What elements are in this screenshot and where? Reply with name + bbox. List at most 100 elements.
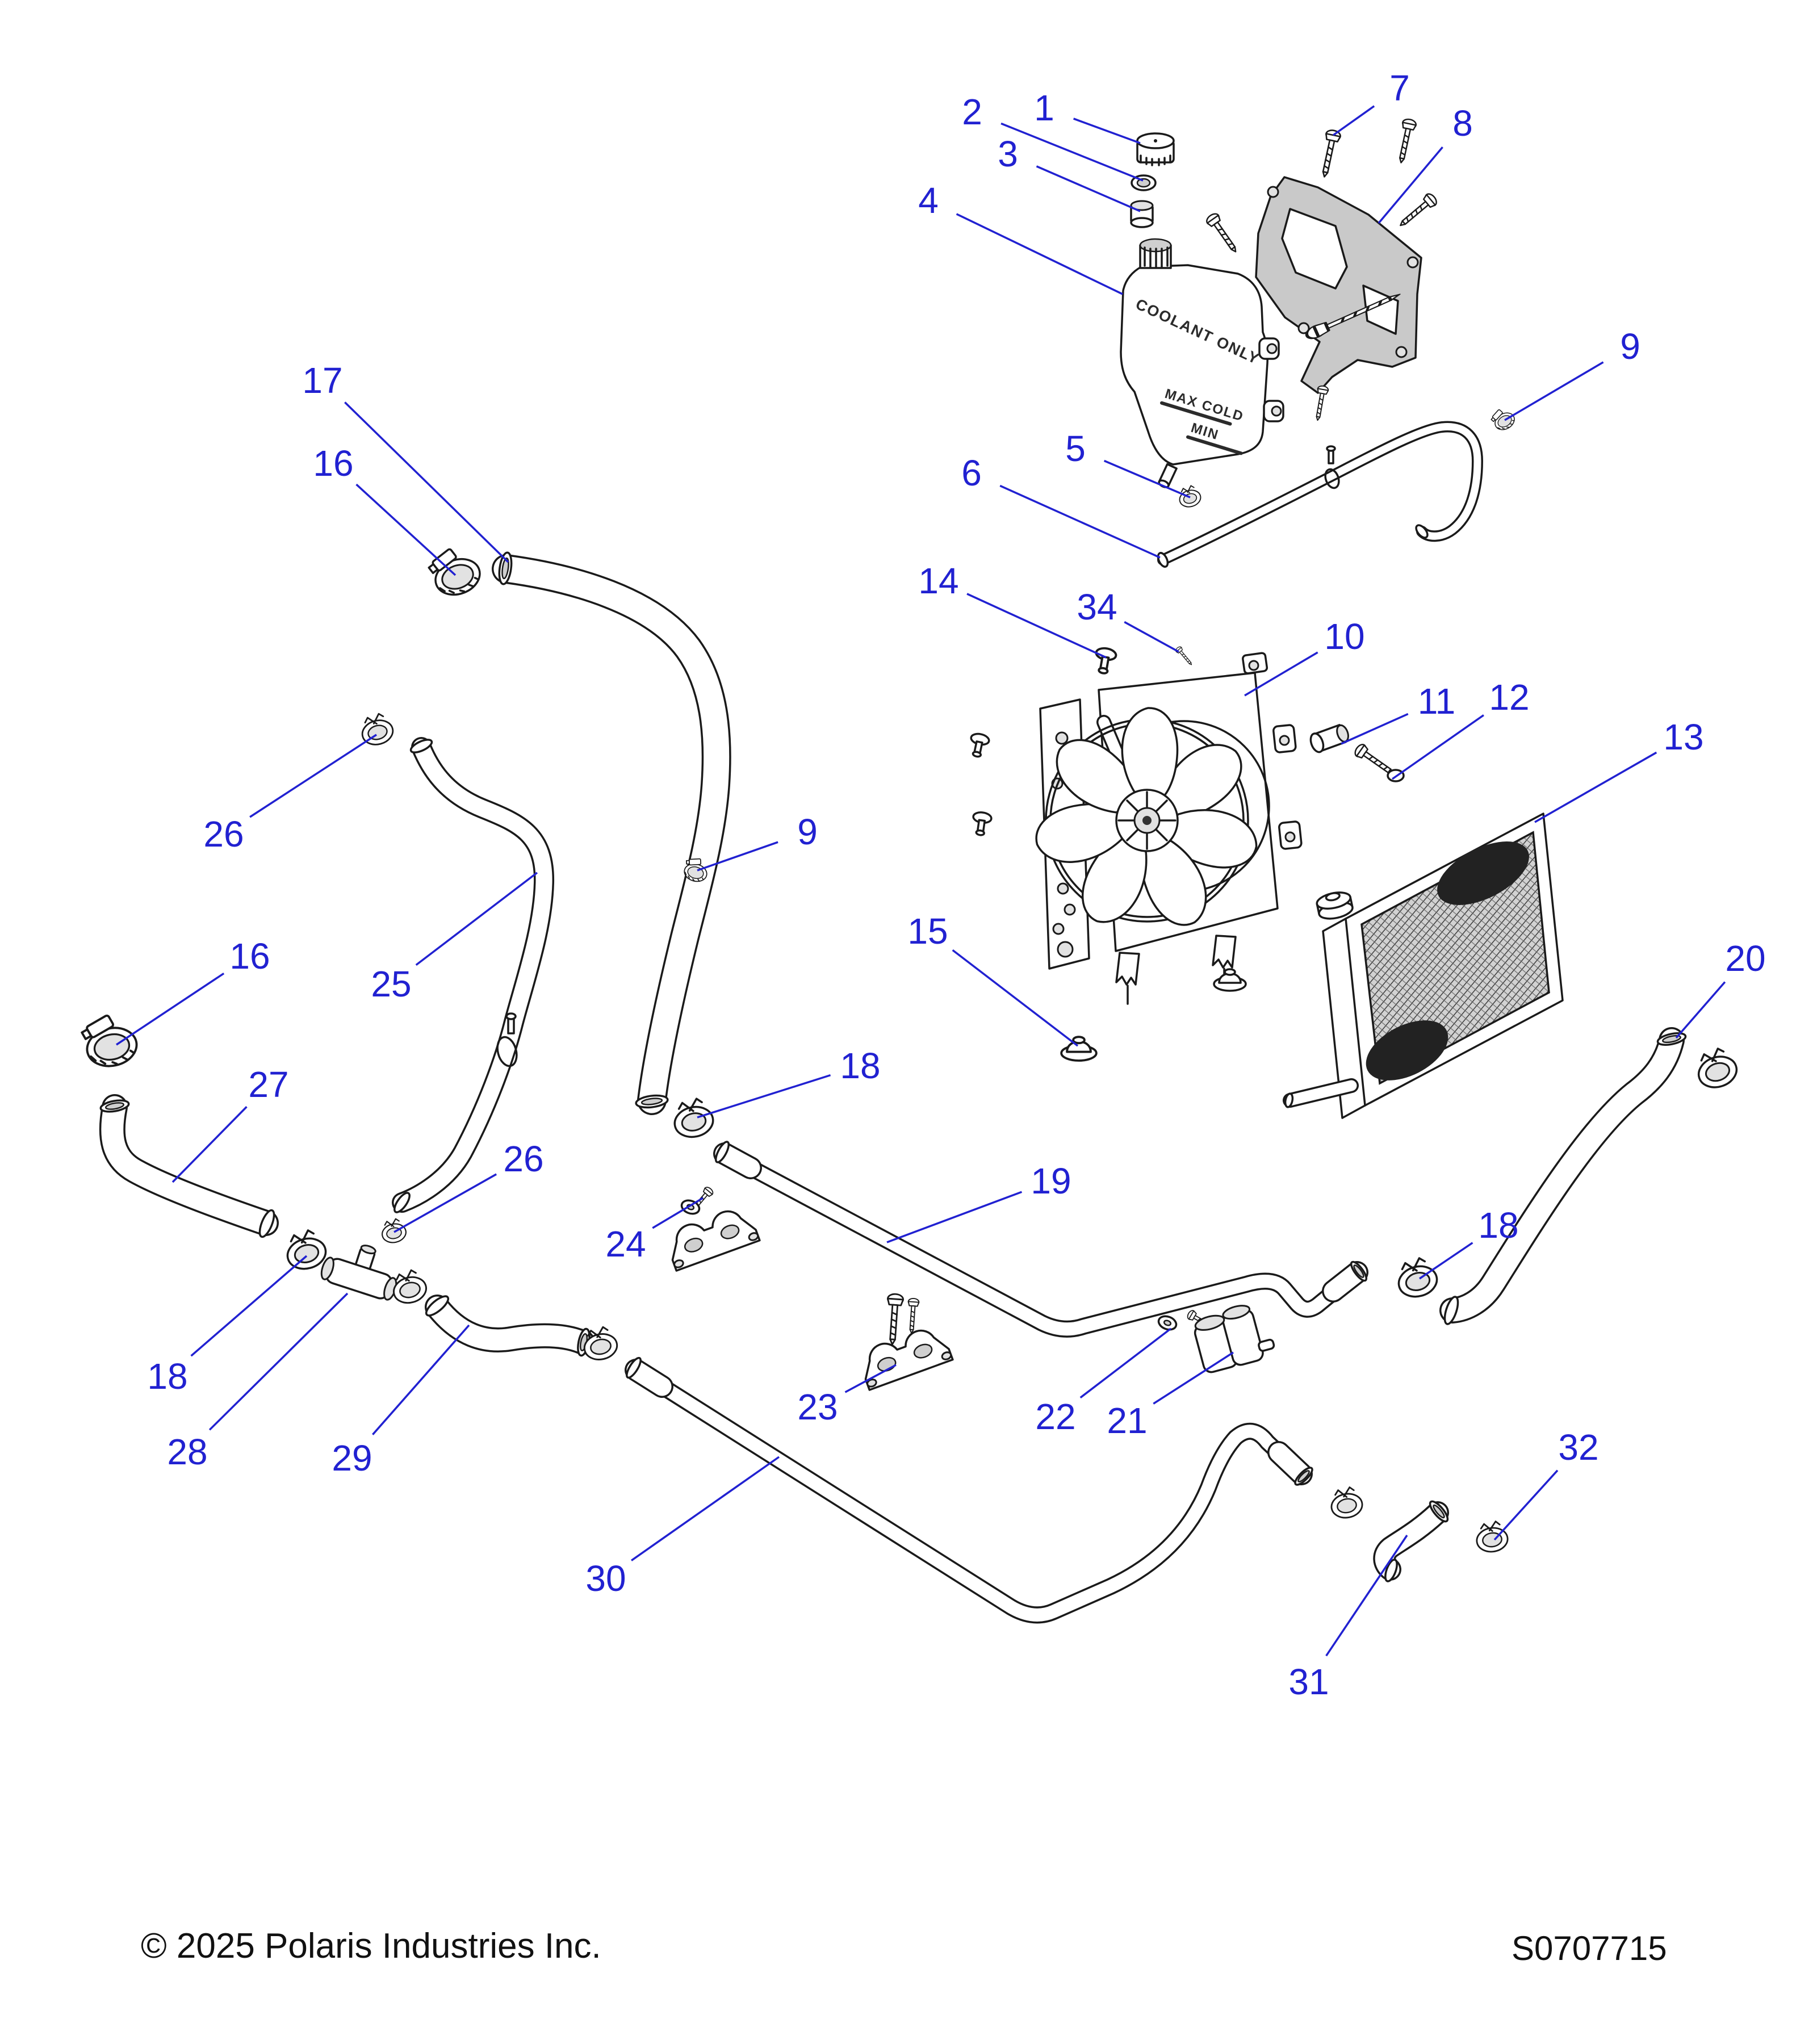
hose-stud-clamp <box>1326 445 1336 464</box>
callout-leader-28 <box>208 1292 349 1431</box>
callout-leader-17 <box>344 401 509 563</box>
callout-leader-27 <box>171 1106 248 1183</box>
callout-26: 26 <box>203 814 244 855</box>
elbow-hose-27 <box>99 1094 279 1238</box>
callout-leader-18 <box>190 1255 308 1357</box>
callout-leader-23 <box>844 1364 897 1393</box>
callout-26: 26 <box>503 1138 543 1179</box>
callout-17: 17 <box>302 360 342 401</box>
callout-leader-24 <box>652 1197 704 1229</box>
callout-leader-31 <box>1325 1535 1408 1657</box>
callout-leader-18 <box>697 1074 831 1119</box>
callout-10: 10 <box>1324 616 1364 657</box>
callout-leader-2 <box>1000 122 1144 182</box>
callout-23: 23 <box>797 1387 838 1427</box>
callout-8: 8 <box>1452 103 1473 144</box>
callout-leader-14 <box>966 593 1107 659</box>
footer-copyright: © 2025 Polaris Industries Inc. <box>141 1926 601 1966</box>
formed-hose-29 <box>425 1295 595 1357</box>
hose-stud-clamp <box>505 1012 517 1034</box>
upper-radiator-hose <box>492 551 731 1115</box>
filler-stopper <box>1130 200 1154 228</box>
tee-fitting <box>320 1245 397 1301</box>
callout-11: 11 <box>1418 681 1455 722</box>
outlet-elbow-hose-31 <box>1373 1500 1449 1582</box>
callout-4: 4 <box>918 180 939 221</box>
callout-2: 2 <box>962 91 982 132</box>
callout-3: 3 <box>998 133 1018 174</box>
callout-leader-9 <box>1504 361 1604 421</box>
callout-leader-18 <box>1419 1242 1473 1280</box>
callout-leader-5 <box>1103 459 1191 499</box>
callout-leader-6 <box>999 484 1161 559</box>
callout-12: 12 <box>1489 677 1529 718</box>
coolant-reservoir: COOLANT ONLY MAX COLD MIN <box>1120 238 1284 488</box>
callout-leader-4 <box>956 213 1123 295</box>
callout-14: 14 <box>918 560 958 601</box>
coolant-tube-30 <box>625 1356 1313 1624</box>
callout-22: 22 <box>1035 1396 1075 1437</box>
callout-19: 19 <box>1031 1161 1071 1201</box>
callout-25: 25 <box>371 964 411 1004</box>
reservoir-cap <box>1136 132 1175 166</box>
callout-leader-3 <box>1036 165 1141 212</box>
radiator-cap <box>1316 891 1354 920</box>
callout-leader-16 <box>116 972 225 1046</box>
radiator <box>1283 812 1564 1119</box>
callout-18: 18 <box>147 1356 187 1397</box>
callout-leader-11 <box>1341 713 1409 745</box>
overflow-hose <box>1157 421 1483 568</box>
callout-leader-30 <box>631 1456 780 1561</box>
callout-34: 34 <box>1077 587 1117 627</box>
callout-leader-20 <box>1675 981 1726 1039</box>
callout-leader-22 <box>1079 1327 1172 1399</box>
callout-1: 1 <box>1034 87 1054 128</box>
callout-leader-26 <box>249 734 377 818</box>
callout-leader-10 <box>1244 651 1318 697</box>
callout-31: 31 <box>1288 1661 1329 1702</box>
callout-leader-15 <box>952 949 1079 1047</box>
callout-leader-1 <box>1073 118 1141 144</box>
callout-32: 32 <box>1558 1427 1598 1468</box>
junction-housing-21 <box>1194 1305 1275 1373</box>
callout-13: 13 <box>1663 717 1703 757</box>
callout-leader-13 <box>1534 751 1657 823</box>
callout-29: 29 <box>332 1438 372 1478</box>
callout-7: 7 <box>1389 68 1410 108</box>
radiator-outlet-hose <box>1439 1027 1687 1325</box>
callout-leader-12 <box>1391 714 1484 780</box>
callout-15: 15 <box>907 911 948 952</box>
callout-leader-25 <box>415 872 538 966</box>
callout-leader-16 <box>355 483 457 576</box>
callout-leader-29 <box>372 1324 470 1435</box>
callout-leader-9 <box>697 841 778 872</box>
callout-leader-34 <box>1124 621 1179 653</box>
callout-6: 6 <box>961 453 982 493</box>
callout-20: 20 <box>1725 938 1765 979</box>
callout-28: 28 <box>167 1431 207 1472</box>
callout-30: 30 <box>585 1558 626 1599</box>
spacer-bushing-11 <box>1309 724 1349 753</box>
callout-18: 18 <box>1478 1205 1518 1246</box>
callout-9: 9 <box>1620 326 1640 367</box>
min-level-line <box>1186 435 1243 455</box>
bypass-hose <box>392 737 555 1213</box>
reservoir-tab <box>1258 337 1284 422</box>
callout-27: 27 <box>248 1064 288 1105</box>
footer-part-number: S0707715 <box>1512 1929 1667 1967</box>
fan-assembly <box>1028 652 1303 1005</box>
callout-leader-19 <box>886 1191 1023 1243</box>
callout-leader-26 <box>393 1173 497 1233</box>
callout-leader-32 <box>1493 1469 1559 1541</box>
callout-leader-7 <box>1332 105 1375 136</box>
max-cold-level-line <box>1159 401 1232 426</box>
callout-leader-21 <box>1153 1351 1234 1405</box>
callout-5: 5 <box>1065 428 1086 469</box>
callout-18: 18 <box>840 1045 880 1086</box>
callout-16: 16 <box>229 936 270 977</box>
callout-9: 9 <box>797 811 818 852</box>
callout-24: 24 <box>605 1224 646 1264</box>
